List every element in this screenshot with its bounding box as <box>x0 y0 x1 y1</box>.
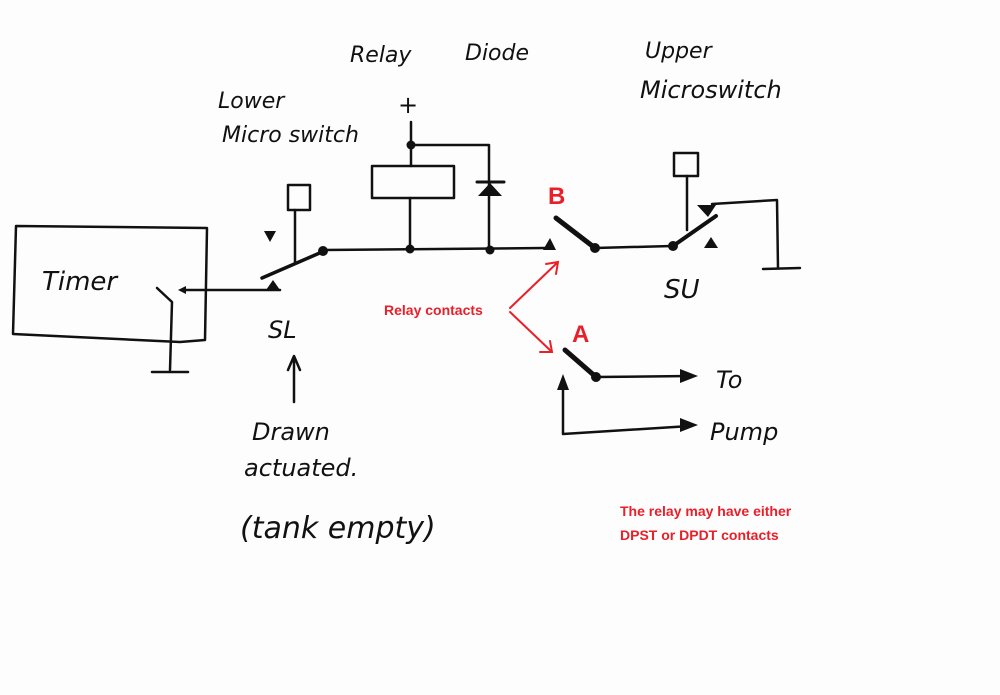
footnote-line-2: DPST or DPDT contacts <box>620 527 779 543</box>
relay-supply-wire <box>409 120 491 250</box>
b-switch-blade <box>553 215 598 251</box>
su-nc-contact-icon <box>697 205 716 217</box>
relay-contacts-arrow-to-b <box>509 260 560 309</box>
timer-contact <box>155 286 174 372</box>
timer-label: Timer <box>42 267 119 297</box>
su-no-contact-icon <box>704 237 718 248</box>
diode-label: Diode <box>465 41 529 66</box>
upper-microswitch-label-2: Microswitch <box>640 76 782 104</box>
relay-contacts-label: Relay contacts <box>384 302 483 318</box>
b-to-su-wire <box>593 244 674 250</box>
contact-b-label: B <box>548 183 565 210</box>
sl-actuator-box <box>286 183 312 212</box>
b-contact-icon <box>543 238 556 250</box>
relay-coil-icon <box>370 164 456 200</box>
pump-arrowhead-icon <box>680 418 698 432</box>
supply-node <box>406 140 416 150</box>
su-ground-icon <box>761 266 802 271</box>
a-return-wire <box>561 378 692 436</box>
timer-box <box>11 224 209 344</box>
relay-contacts-arrow-to-a <box>509 311 554 353</box>
diode-node <box>485 245 495 255</box>
pump-label: Pump <box>710 418 778 446</box>
a-contact-arrowhead-icon <box>557 374 569 390</box>
sl-switch-blade <box>260 250 324 280</box>
plus-label: + <box>398 91 418 119</box>
su-actuator-box <box>672 151 700 178</box>
main-bus-wire <box>321 246 547 252</box>
diode-icon <box>478 183 502 196</box>
contact-a-label: A <box>572 321 589 348</box>
footnote-line-1: The relay may have either <box>620 503 792 519</box>
upper-microswitch-label-1: Upper <box>645 39 714 64</box>
sl-nc-contact-icon <box>264 231 276 242</box>
lower-microswitch-label-2: Micro switch <box>222 123 359 148</box>
to-label: To <box>716 366 742 394</box>
timer-arrowhead-icon <box>178 286 186 294</box>
note-line-2: actuated. <box>244 454 358 482</box>
su-switch-blade <box>671 214 718 248</box>
su-ground-wire <box>710 198 780 270</box>
relay-node <box>405 244 415 254</box>
to-arrowhead-icon <box>680 369 698 383</box>
lower-microswitch-label-1: Lower <box>218 89 286 114</box>
note-arrow <box>286 354 302 404</box>
note-line-1: Drawn <box>252 418 330 446</box>
a-switch-blade <box>562 347 599 380</box>
a-to-pump-wire <box>594 374 692 379</box>
sl-label: SL <box>268 316 297 344</box>
note-line-3: (tank empty) <box>240 511 436 546</box>
su-label: SU <box>664 275 700 305</box>
sl-no-contact-icon <box>266 280 280 290</box>
relay-label: Relay <box>350 43 412 68</box>
